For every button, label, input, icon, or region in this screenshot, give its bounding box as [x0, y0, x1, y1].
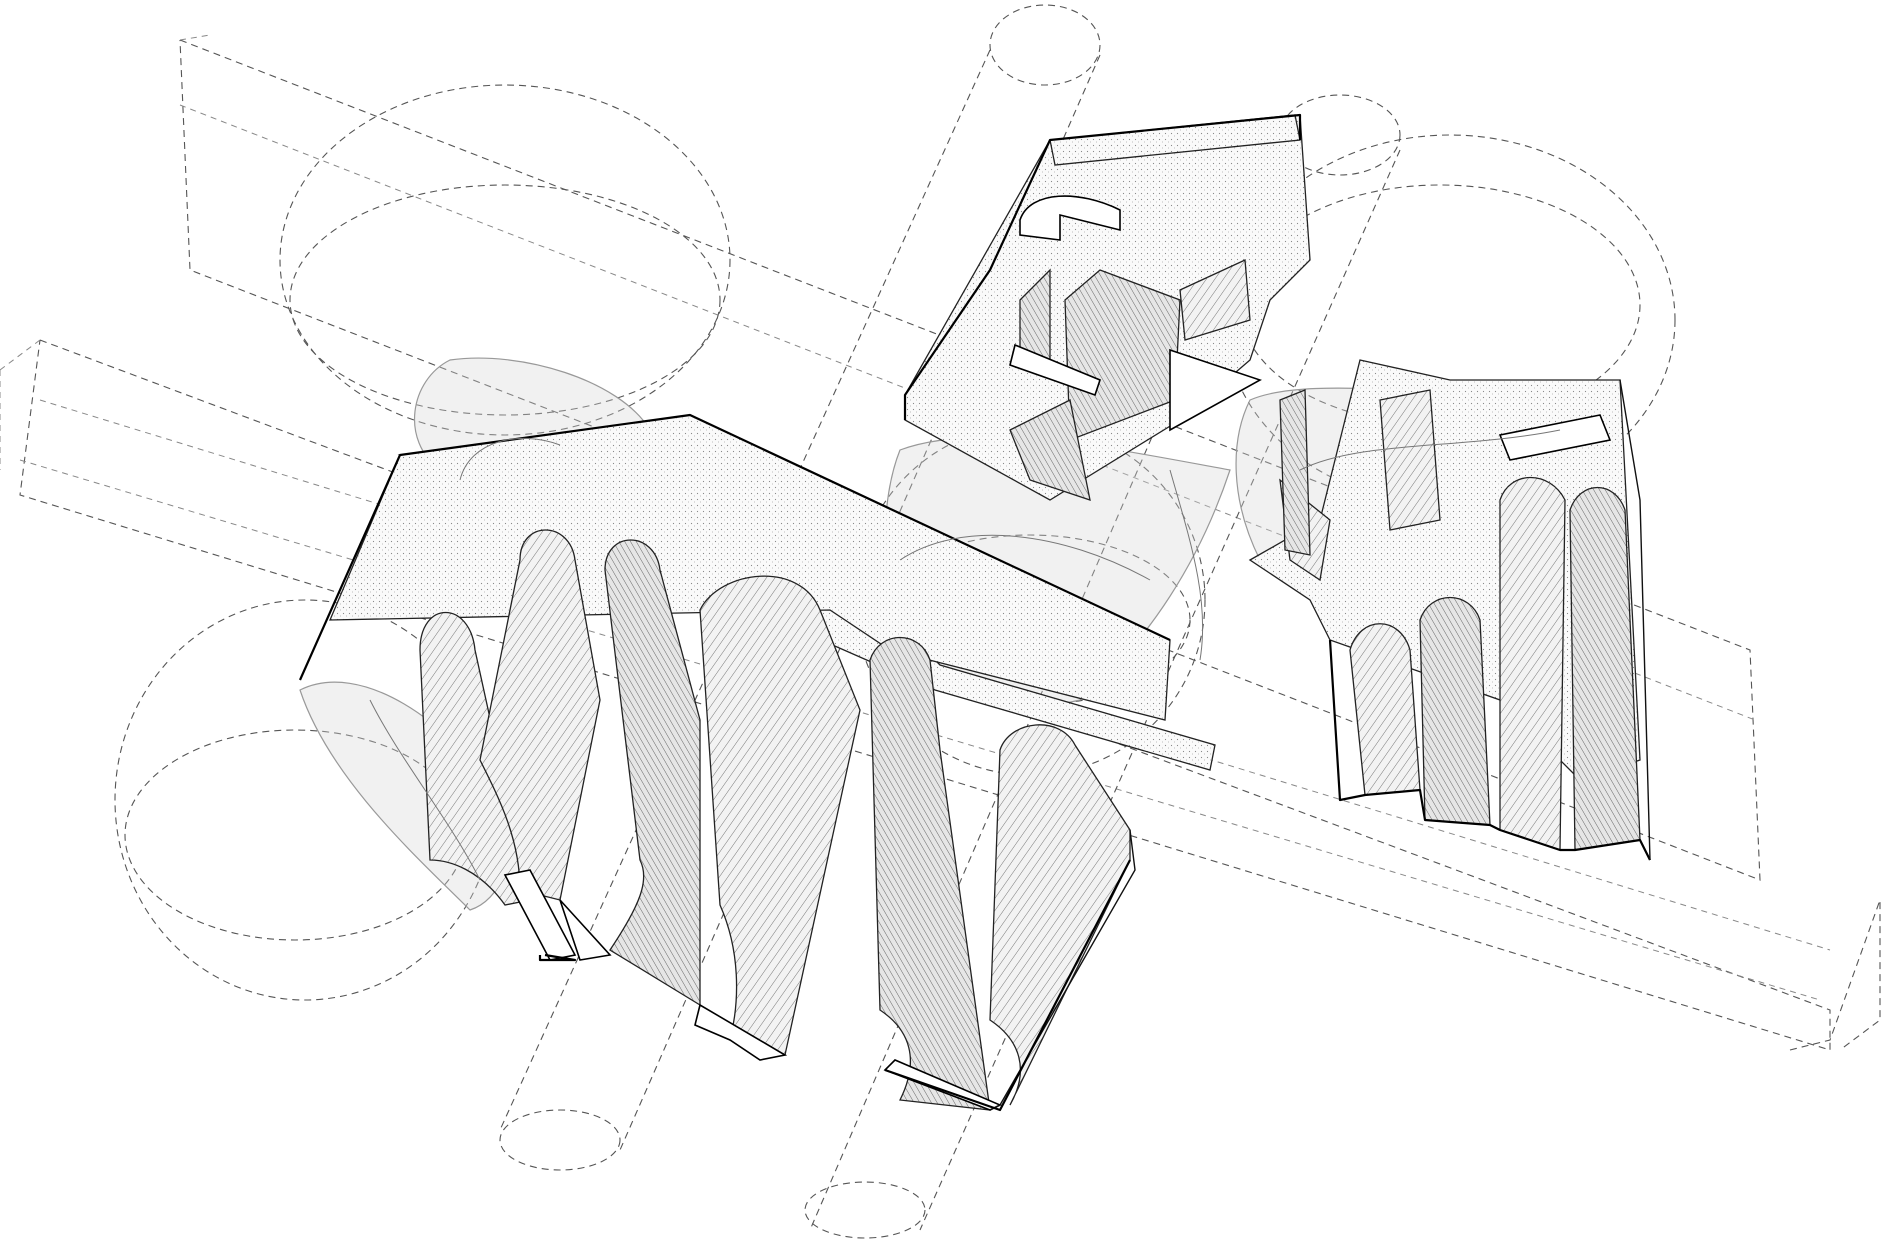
right-slot-2: [1279, 389, 1311, 556]
vault-bay-4: [699, 575, 861, 1056]
upper-block-slots: [1009, 195, 1262, 501]
slot-5: [1179, 259, 1251, 341]
pier-3: [694, 1003, 788, 1061]
slot-6: [1169, 348, 1262, 432]
slot-7: [1009, 399, 1091, 501]
slot-4: [1009, 343, 1101, 397]
long-prism-right-end: [1789, 899, 1881, 1051]
vault-bay-1: [419, 612, 531, 906]
right-block-slots: [1279, 389, 1612, 556]
left-piers: [503, 869, 1002, 1111]
right-vault-bay-3: [1499, 477, 1566, 851]
right-vault-bay-2: [1419, 597, 1491, 826]
upper-block: [903, 113, 1311, 501]
pier-2: [559, 899, 612, 961]
pier-1: [503, 869, 577, 961]
right-vault-bay-4: [1569, 486, 1641, 851]
surface-lines: [369, 429, 1561, 881]
right-block: [1248, 359, 1651, 861]
slot-1: [1019, 195, 1121, 241]
right-vault-bays: [1279, 477, 1641, 851]
vault-bay-3: [604, 539, 701, 1007]
right-slot-1: [1498, 414, 1612, 461]
sphere-upper-left: [279, 84, 731, 436]
left-vault-bays: [419, 529, 1131, 1111]
left-block: [298, 413, 1216, 1112]
right-slot-3: [1379, 389, 1441, 531]
vault-bay-5: [869, 637, 991, 1111]
right-vault-bay-1: [1349, 623, 1421, 796]
